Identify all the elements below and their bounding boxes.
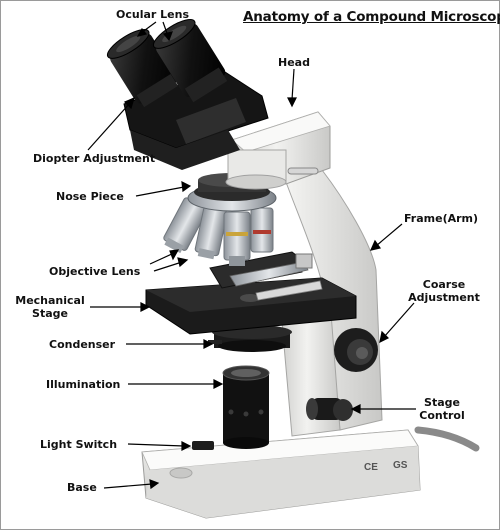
label-objective-lens: Objective Lens [49,265,141,278]
label-coarse-adjustment-line2: Adjustment [408,291,480,304]
objective-lenses-part [163,197,274,266]
label-coarse-adjustment: Coarse Adjustment [404,278,484,304]
power-cable [414,426,480,452]
label-mechanical-stage-line1: Mechanical [15,294,85,307]
mechanical-stage-part [145,251,357,335]
label-diopter-adjustment: Diopter Adjustment [33,152,156,165]
label-condenser: Condenser [49,338,116,351]
base-part [141,429,421,519]
light-switch-part [192,441,214,450]
label-nose-piece: Nose Piece [56,190,124,203]
leader-lines [87,21,416,490]
label-mechanical-stage: Mechanical Stage [8,294,92,320]
label-stage-control: Stage Control [414,396,470,422]
binocular-body-part [123,69,269,170]
head-part [225,111,331,190]
label-frame-arm: Frame(Arm) [404,212,479,225]
label-light-switch: Light Switch [40,438,118,451]
label-stage-control-line1: Stage [424,396,460,409]
stage-control-knob [306,398,353,421]
ocular-lens-part [106,19,228,108]
label-illumination: Illumination [46,378,121,391]
label-base: Base [67,481,97,494]
gs-mark: GS [393,460,408,471]
label-stage-control-line2: Control [419,409,465,422]
base-markings: CE GS [364,460,408,473]
diagram-title: Anatomy of a Compound Microscope [243,9,500,25]
label-head: Head [278,56,310,69]
label-coarse-adjustment-line1: Coarse [422,278,466,291]
label-ocular-lens: Ocular Lens [116,8,189,21]
coarse-adjustment-knob [334,328,378,372]
label-mechanical-stage-line2: Stage [32,307,68,320]
condenser-part [208,325,292,352]
illuminator-part [222,365,270,449]
ce-mark: CE [364,462,378,473]
